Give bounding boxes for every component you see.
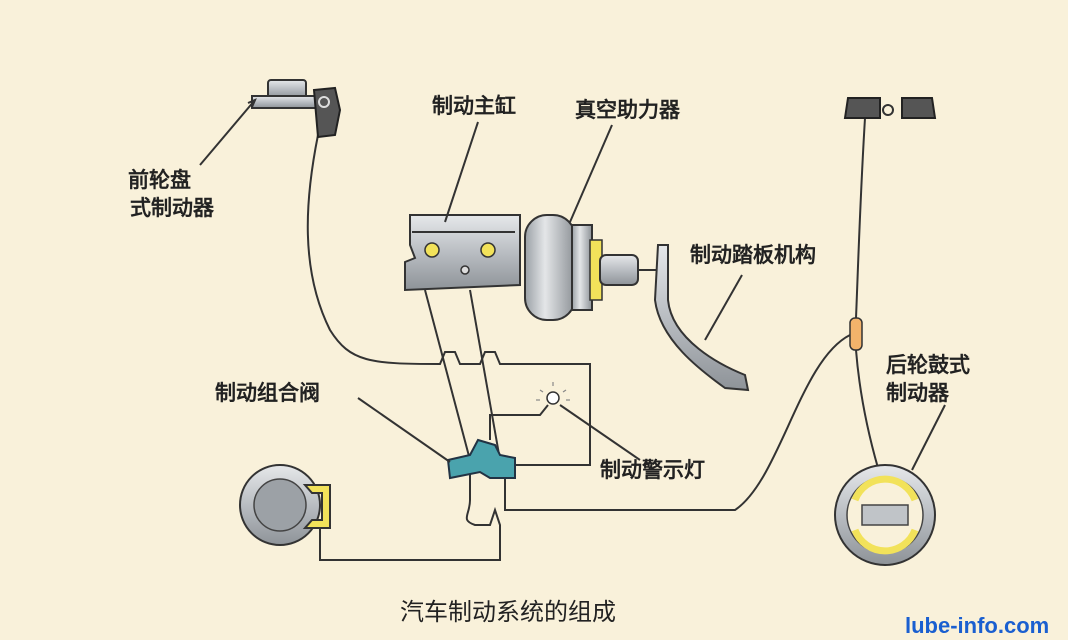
label-rear-brake-2: 制动器	[886, 381, 950, 405]
combination-valve	[446, 438, 516, 480]
label-pedal-mechanism: 制动踏板机构	[690, 243, 816, 267]
pedal-switch	[843, 97, 937, 119]
vacuum-booster	[524, 214, 665, 321]
label-vacuum-booster: 真空助力器	[575, 98, 681, 122]
front-disc-brake	[239, 464, 331, 546]
line-connector	[849, 317, 863, 351]
master-cylinder	[404, 214, 521, 292]
leader-lines	[199, 98, 946, 471]
label-front-brake-2: 式制动器	[130, 196, 215, 220]
label-front-brake-1: 前轮盘	[128, 168, 191, 192]
watermark: lube-info.com	[905, 613, 1049, 638]
diagram-caption: 汽车制动系统的组成	[400, 598, 616, 626]
rear-drum-brake	[834, 464, 936, 566]
brake-lines	[306, 117, 879, 561]
front-disc-caliper	[251, 79, 342, 139]
label-rear-brake-1: 后轮鼓式	[886, 353, 970, 377]
brake-pedal	[653, 244, 750, 392]
warning-light	[536, 382, 570, 405]
label-master-cylinder: 制动主缸	[432, 94, 516, 118]
label-combination-valve: 制动组合阀	[215, 381, 320, 405]
label-warning-light: 制动警示灯	[600, 458, 705, 482]
